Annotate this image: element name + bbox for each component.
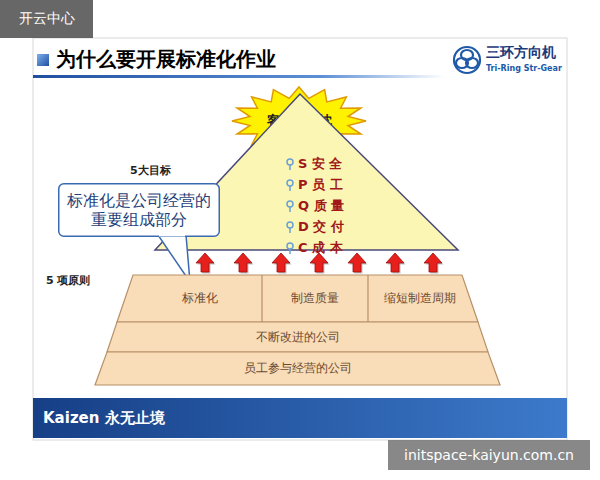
goal-item: P 员 工 — [298, 176, 362, 194]
principle-band: 不断改进的公司 — [120, 323, 475, 351]
cell-text: 标准化 — [140, 277, 260, 320]
kaizen-text: Kaizen 永无止境 — [43, 398, 343, 438]
slide-frame — [33, 38, 567, 440]
goal-item: S 安 全 — [298, 155, 362, 173]
watermark: initspace-kaiyun.com.cn — [388, 440, 590, 470]
principle-cell: 缩短制造周期 — [370, 277, 470, 320]
principles-base: 5 项原则 标准化制造质量缩短制造周期不断改进的公司员工参与经营的公司 — [40, 273, 510, 386]
callout-text: 标准化是公司经营的重要组成部分 — [63, 185, 215, 235]
kaizen-bar: Kaizen 永无止境 — [33, 398, 567, 438]
goals-heading: 5大目标 — [130, 162, 194, 180]
band-text: 不断改进的公司 — [120, 323, 475, 351]
principle-cell: 标准化 — [140, 277, 260, 320]
goal-item: Q 质 量 — [298, 197, 362, 215]
logo-rings — [454, 47, 480, 73]
goal-item: D 交 付 — [298, 218, 362, 236]
band-text: 员工参与经营的公司 — [110, 353, 485, 384]
watermark: 开云中心 — [0, 0, 93, 38]
title-bullet — [37, 54, 49, 66]
callout-box: 标准化是公司经营的重要组成部分 — [58, 183, 220, 237]
logo-subtitle: Tri-Ring Str-Gear — [486, 62, 566, 74]
cell-text: 缩短制造周期 — [370, 277, 470, 320]
principle-band: 员工参与经营的公司 — [110, 353, 485, 384]
principle-cell: 制造质量 — [264, 277, 366, 320]
goal-item: C 成 本 — [298, 239, 362, 257]
up-arrows — [196, 253, 444, 274]
principles-heading: 5 项原则 — [46, 273, 116, 289]
cell-text: 制造质量 — [264, 277, 366, 320]
slide-title: 为什么要开展标准化作业 — [56, 44, 436, 74]
title-underline — [33, 75, 445, 78]
logo-name: 三环方向机 — [486, 44, 564, 62]
